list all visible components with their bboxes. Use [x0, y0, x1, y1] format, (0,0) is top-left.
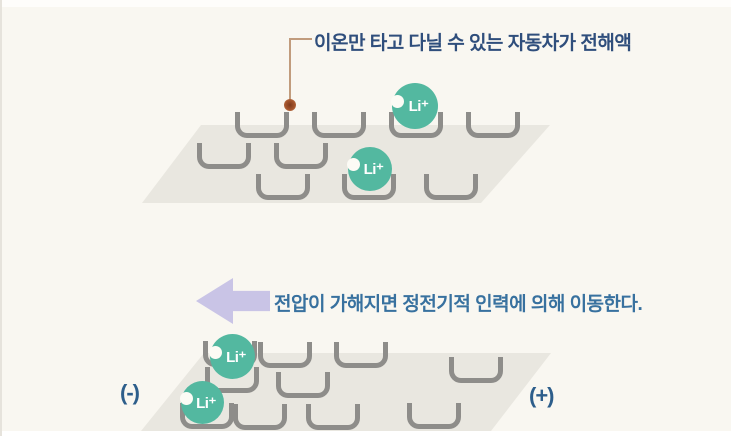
- left-arrow-icon: [196, 278, 270, 324]
- ion-highlight: [209, 345, 222, 359]
- binding-site: [424, 174, 478, 200]
- binding-site: [449, 357, 503, 383]
- lithium-ion: Li⁺: [347, 147, 392, 191]
- binding-site: [389, 112, 443, 138]
- positive-electrode-label: (+): [529, 383, 554, 408]
- binding-site: [334, 342, 388, 368]
- binding-site: [407, 403, 461, 429]
- binding-site: [233, 404, 287, 430]
- lithium-ion: Li⁺: [391, 83, 438, 129]
- binding-site: [342, 174, 396, 200]
- binding-site: [312, 112, 366, 138]
- ion-label: Li⁺: [363, 161, 384, 178]
- bottom-margin-band: [2, 431, 731, 436]
- ion-highlight: [347, 158, 360, 172]
- voltage-caption: 전압이 가해지면 정전기적 인력에 의해 이동한다.: [274, 294, 643, 315]
- binding-site: [205, 367, 259, 393]
- binding-site: [256, 174, 310, 200]
- leader-dot: [284, 99, 296, 111]
- binding-site: [180, 403, 234, 429]
- binding-site: [274, 143, 328, 169]
- ion-highlight: [180, 392, 193, 406]
- negative-electrode-label: (-): [120, 380, 140, 405]
- binding-site: [306, 404, 360, 430]
- leader-line-horizontal: [289, 38, 312, 40]
- binding-site: [197, 143, 251, 169]
- top-margin-band: [2, 0, 731, 7]
- lithium-ion: Li⁺: [209, 334, 255, 379]
- binding-site: [258, 342, 312, 368]
- ion-label: Li⁺: [196, 394, 216, 412]
- binding-site: [466, 112, 520, 138]
- binding-site: [276, 372, 330, 398]
- ion-label: Li⁺: [226, 348, 246, 366]
- electrolyte-caption: 이온만 타고 다닐 수 있는 자동차가 전해액: [314, 33, 632, 54]
- ion-highlight: [391, 94, 404, 108]
- binding-site: [235, 112, 289, 138]
- leader-line-vertical: [289, 38, 291, 101]
- ion-label: Li⁺: [408, 98, 429, 115]
- lithium-ion: Li⁺: [180, 381, 224, 424]
